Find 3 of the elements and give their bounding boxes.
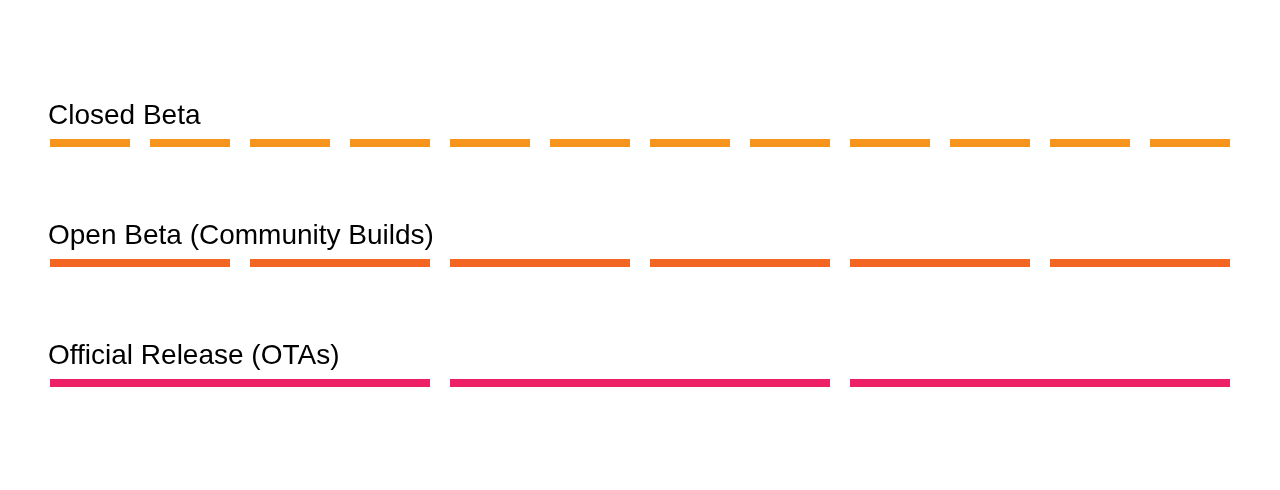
track-label: Official Release (OTAs) — [48, 338, 340, 372]
track-label: Open Beta (Community Builds) — [48, 218, 434, 252]
track-label: Closed Beta — [48, 98, 201, 132]
